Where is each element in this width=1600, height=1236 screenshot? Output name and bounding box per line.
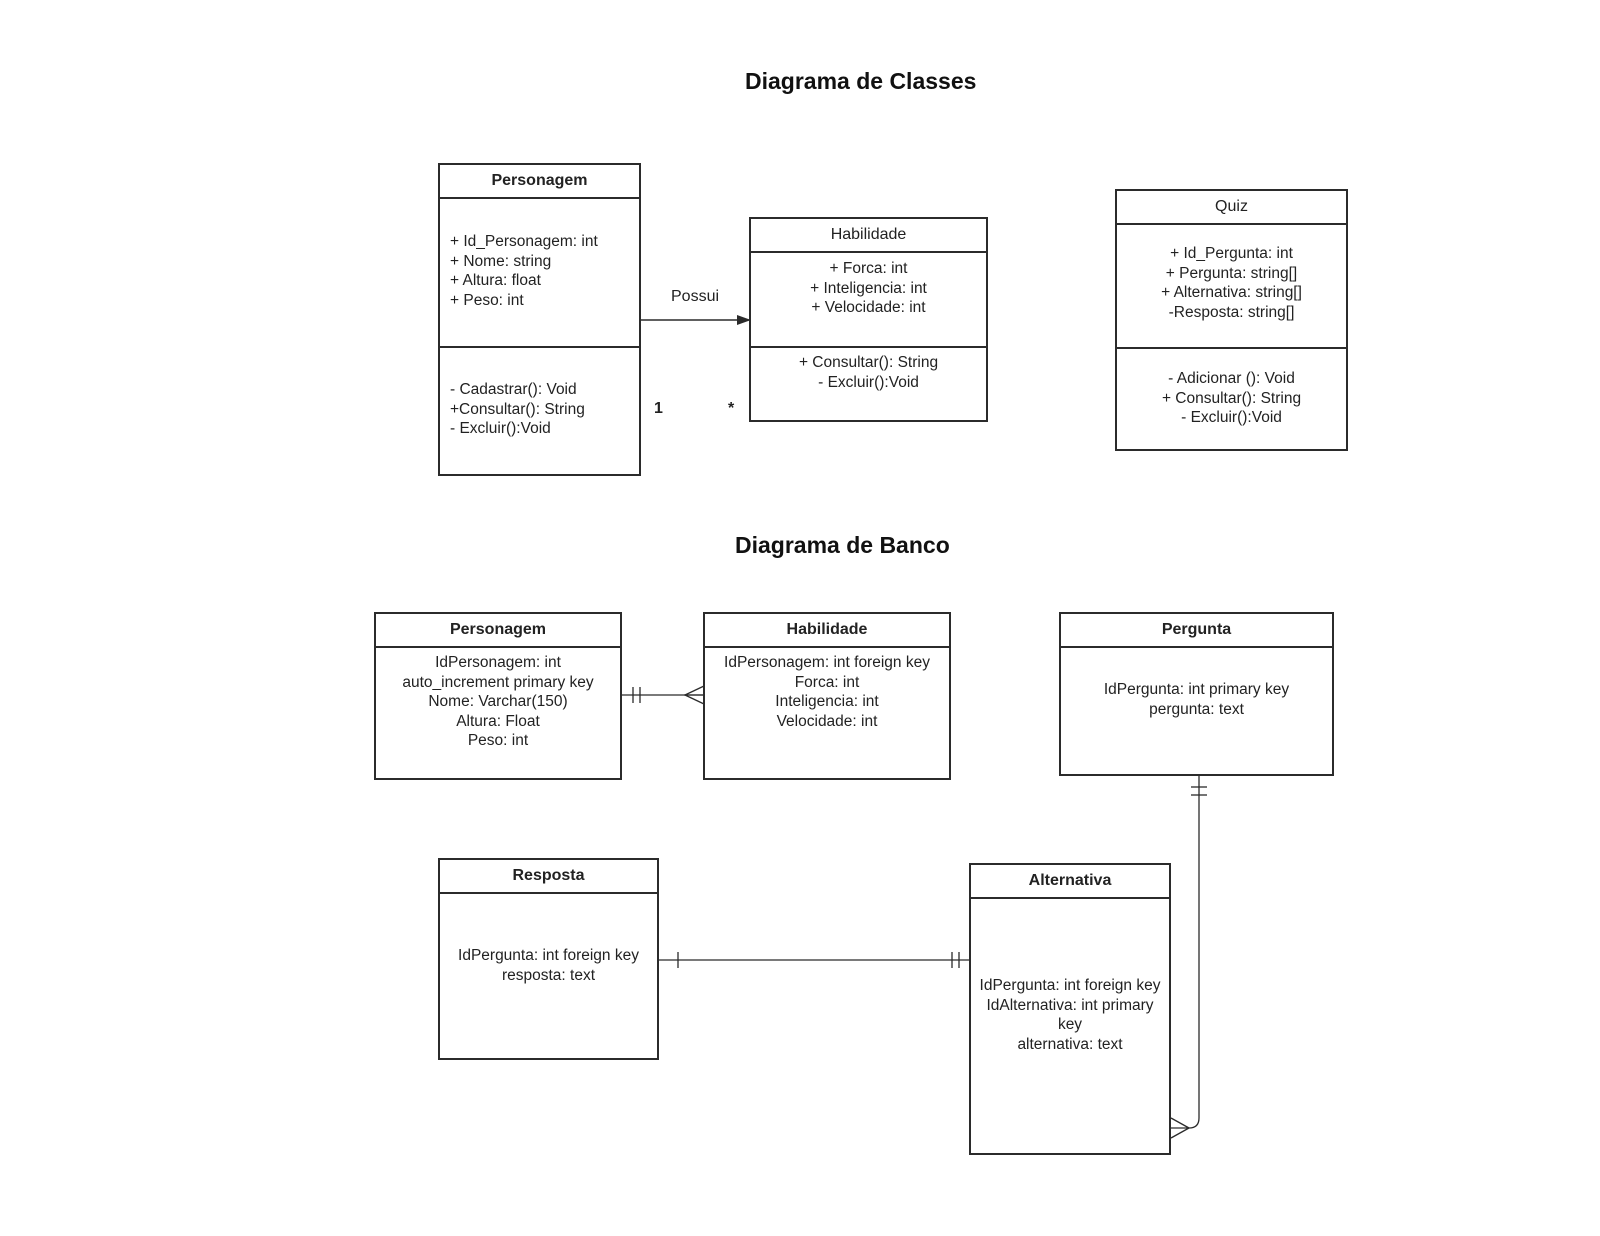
class-quiz-name: Quiz bbox=[1117, 191, 1346, 225]
class-habilidade-name: Habilidade bbox=[751, 219, 986, 253]
class-attribute: + Alternativa: string[] bbox=[1161, 284, 1302, 301]
class-method: + Consultar(): String bbox=[798, 354, 939, 371]
class-method: - Cadastrar(): Void bbox=[450, 381, 577, 398]
association-target-multiplicity: * bbox=[728, 400, 735, 417]
table-resposta: Resposta IdPergunta: int foreign key res… bbox=[438, 858, 659, 1060]
table-habilidade-name: Habilidade bbox=[705, 614, 949, 648]
table-field: IdPergunta: int primary key bbox=[1103, 681, 1290, 698]
table-alternativa-fields: IdPergunta: int foreign key IdAlternativ… bbox=[971, 899, 1169, 1054]
class-attribute: + Id_Personagem: int bbox=[450, 233, 598, 250]
class-method: - Adicionar (): Void bbox=[1168, 370, 1295, 387]
relation-resposta-alternativa bbox=[659, 952, 970, 968]
table-alternativa: Alternativa IdPergunta: int foreign key … bbox=[969, 863, 1171, 1155]
class-quiz: Quiz + Id_Pergunta: int + Pergunta: stri… bbox=[1115, 189, 1348, 451]
table-habilidade-fields: IdPersonagem: int foreign key Forca: int… bbox=[705, 648, 949, 731]
table-resposta-name: Resposta bbox=[440, 860, 657, 894]
relation-pergunta-alternativa bbox=[1170, 776, 1207, 1139]
table-pergunta: Pergunta IdPergunta: int primary key per… bbox=[1059, 612, 1334, 776]
table-habilidade: Habilidade IdPersonagem: int foreign key… bbox=[703, 612, 951, 780]
class-attribute: + Id_Pergunta: int bbox=[1170, 245, 1293, 262]
class-quiz-attributes: + Id_Pergunta: int + Pergunta: string[] … bbox=[1117, 225, 1346, 349]
class-attribute: + Peso: int bbox=[450, 291, 524, 309]
class-habilidade-methods: + Consultar(): String - Excluir():Void bbox=[751, 348, 986, 392]
class-attribute: -Resposta: string[] bbox=[1168, 303, 1295, 321]
class-attribute: + Nome: string bbox=[450, 252, 552, 270]
table-field: IdPersonagem: int bbox=[435, 654, 561, 671]
table-field: Velocidade: int bbox=[776, 712, 878, 730]
class-attribute: + Inteligencia: int bbox=[810, 279, 927, 297]
class-habilidade-attributes: + Forca: int + Inteligencia: int + Veloc… bbox=[751, 253, 986, 348]
table-field: resposta: text bbox=[501, 966, 596, 984]
table-alternativa-name: Alternativa bbox=[971, 865, 1169, 899]
table-personagem: Personagem IdPersonagem: int auto_increm… bbox=[374, 612, 622, 780]
class-attribute: + Pergunta: string[] bbox=[1165, 264, 1298, 282]
class-personagem-attributes: + Id_Personagem: int + Nome: string + Al… bbox=[440, 199, 639, 348]
class-method: + Consultar(): String bbox=[1161, 389, 1302, 407]
table-field: Altura: Float bbox=[456, 712, 540, 730]
association-label: Possui bbox=[671, 288, 720, 305]
table-field: alternativa: text bbox=[1017, 1035, 1123, 1053]
class-method: - Excluir():Void bbox=[450, 420, 551, 437]
title-diagrama-de-classes: Diagrama de Classes bbox=[745, 68, 977, 94]
table-field: IdPersonagem: int foreign key bbox=[724, 654, 930, 671]
table-field: IdAlternativa: int primary key bbox=[986, 996, 1154, 1034]
class-method: - Excluir():Void bbox=[1181, 409, 1282, 426]
table-field: pergunta: text bbox=[1149, 700, 1244, 718]
table-personagem-name: Personagem bbox=[376, 614, 620, 648]
table-resposta-fields: IdPergunta: int foreign key resposta: te… bbox=[440, 894, 657, 985]
association-source-multiplicity: 1 bbox=[654, 400, 663, 417]
class-attribute: + Altura: float bbox=[450, 272, 541, 289]
class-attribute: + Velocidade: int bbox=[811, 299, 926, 316]
table-pergunta-fields: IdPergunta: int primary key pergunta: te… bbox=[1061, 648, 1332, 719]
table-personagem-fields: IdPersonagem: int auto_increment primary… bbox=[376, 648, 620, 751]
table-field: auto_increment primary key bbox=[402, 673, 594, 691]
class-quiz-methods: - Adicionar (): Void + Consultar(): Stri… bbox=[1117, 349, 1346, 428]
table-field: Nome: Varchar(150) bbox=[428, 693, 568, 710]
class-personagem-name: Personagem bbox=[440, 165, 639, 199]
class-attribute: + Forca: int bbox=[829, 260, 908, 277]
table-field: IdPergunta: int foreign key bbox=[979, 977, 1161, 994]
relation-personagem-habilidade bbox=[622, 685, 705, 705]
class-habilidade: Habilidade + Forca: int + Inteligencia: … bbox=[749, 217, 988, 422]
table-field: Inteligencia: int bbox=[775, 693, 879, 710]
class-personagem: Personagem + Id_Personagem: int + Nome: … bbox=[438, 163, 641, 476]
table-field: Forca: int bbox=[794, 673, 860, 691]
title-diagrama-de-banco: Diagrama de Banco bbox=[735, 532, 950, 558]
table-field: IdPergunta: int foreign key bbox=[458, 947, 639, 964]
class-method: +Consultar(): String bbox=[450, 400, 585, 418]
class-personagem-methods: - Cadastrar(): Void +Consultar(): String… bbox=[440, 348, 639, 439]
class-method: - Excluir():Void bbox=[818, 373, 919, 391]
table-pergunta-name: Pergunta bbox=[1061, 614, 1332, 648]
table-field: Peso: int bbox=[467, 732, 529, 749]
